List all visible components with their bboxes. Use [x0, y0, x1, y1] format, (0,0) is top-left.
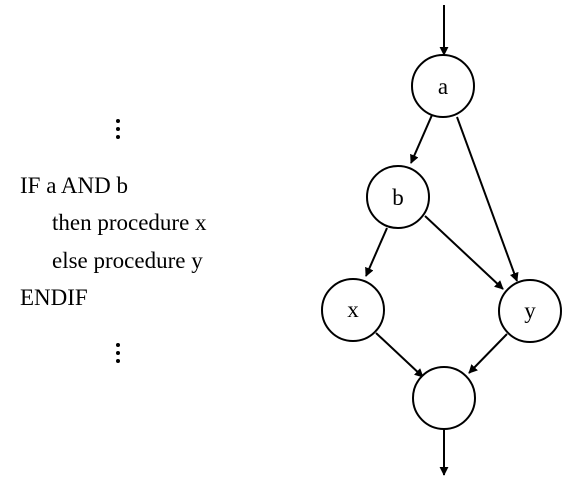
edge-b-y — [424, 215, 504, 290]
edge-a-b — [410, 114, 433, 164]
node-x-label: x — [347, 297, 359, 322]
node-b: b — [366, 165, 430, 229]
node-y-label: y — [524, 298, 536, 323]
node-y: y — [498, 279, 562, 343]
code-ellipsis-bottom — [116, 343, 120, 367]
code-line-else: else procedure y — [52, 248, 203, 273]
edge-b-x — [365, 227, 388, 277]
code-line-then: then procedure x — [52, 210, 207, 235]
code-ellipsis-top — [116, 119, 120, 143]
node-b-label: b — [392, 185, 404, 210]
node-a-label: a — [438, 74, 448, 99]
code-line-if: IF a AND b — [20, 173, 128, 198]
code-line-endif: ENDIF — [20, 285, 88, 310]
edge-a-y — [456, 116, 519, 282]
node-exit — [412, 366, 476, 430]
node-x: x — [321, 278, 385, 342]
node-a: a — [411, 54, 475, 118]
edge-y-exit — [468, 333, 508, 374]
edge-x-exit — [375, 332, 424, 378]
